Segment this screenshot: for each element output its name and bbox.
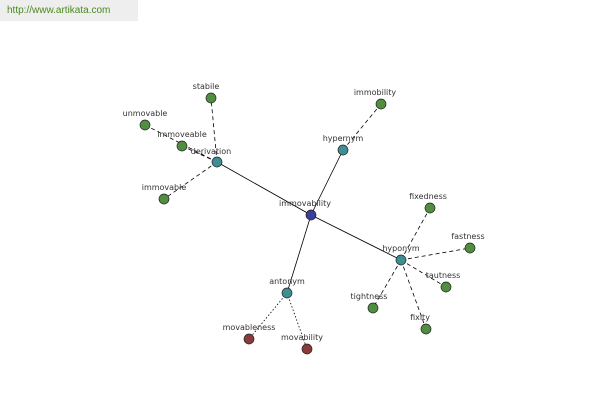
node-label-fastness: fastness [451, 232, 484, 241]
node-dot-immoveable[interactable] [176, 140, 188, 152]
node-label-fixity: fixity [410, 313, 430, 322]
edges-layer [144, 97, 471, 350]
nodes-layer: immovability derivation hypernym hyponym ant… [123, 82, 485, 355]
node-label-fixedness: fixedness [409, 192, 447, 201]
node-dot-movableness[interactable] [243, 333, 255, 345]
node-label-antonym: antonym [269, 277, 305, 286]
node-dot-antonym[interactable] [281, 287, 293, 299]
edge-derivation-immovable [163, 161, 218, 200]
node-label-hypernym: hypernym [323, 134, 364, 143]
node-label-stabile: stabile [193, 82, 220, 91]
node-movability[interactable]: movability [281, 333, 323, 355]
node-movableness[interactable]: movableness [223, 323, 276, 345]
node-immoveable[interactable]: immoveable [157, 130, 207, 152]
node-dot-fastness[interactable] [464, 242, 476, 254]
node-label-immovable: immovable [142, 183, 187, 192]
edge-antonym-movability [286, 292, 308, 350]
watermark-url: http://www.artikata.com [0, 0, 138, 21]
node-immovability[interactable]: immovability [279, 199, 331, 221]
node-tightness[interactable]: tightness [351, 292, 388, 314]
node-label-immovability: immovability [279, 199, 331, 208]
edge-hyponym-tightness [372, 259, 402, 309]
node-label-derivation: derivation [191, 147, 231, 156]
node-derivation[interactable]: derivation [191, 147, 231, 168]
node-immobility[interactable]: immobility [354, 88, 397, 110]
node-unmovable[interactable]: unmovable [123, 109, 168, 131]
node-dot-hyponym[interactable] [395, 254, 407, 266]
node-label-movableness: movableness [223, 323, 276, 332]
edge-derivation-stabile [210, 97, 218, 163]
node-dot-derivation[interactable] [211, 156, 223, 168]
node-dot-movability[interactable] [301, 343, 313, 355]
node-antonym[interactable]: antonym [269, 277, 305, 299]
node-label-hyponym: hyponym [382, 244, 420, 253]
edge-antonym-movableness [248, 292, 288, 340]
node-dot-tautness[interactable] [440, 281, 452, 293]
edge-hyponym-fastness [400, 247, 471, 261]
node-tautness[interactable]: tautness [426, 271, 461, 293]
node-dot-immovability[interactable] [305, 209, 317, 221]
node-hyponym[interactable]: hyponym [382, 244, 420, 266]
node-stabile[interactable]: stabile [193, 82, 220, 104]
node-fixity[interactable]: fixity [410, 313, 432, 335]
node-immovable[interactable]: immovable [142, 183, 187, 205]
node-hypernym[interactable]: hypernym [323, 134, 364, 156]
node-dot-unmovable[interactable] [139, 119, 151, 131]
node-dot-immovable[interactable] [158, 193, 170, 205]
edge-immovability-derivation [216, 161, 312, 216]
node-dot-immobility[interactable] [375, 98, 387, 110]
node-label-tightness: tightness [351, 292, 388, 301]
node-dot-fixedness[interactable] [424, 202, 436, 214]
node-label-tautness: tautness [426, 271, 461, 280]
node-fixedness[interactable]: fixedness [409, 192, 447, 214]
edge-immovability-antonym [286, 214, 312, 294]
edge-hyponym-fixedness [400, 207, 431, 261]
node-label-immoveable: immoveable [157, 130, 207, 139]
edge-hyponym-tautness [400, 259, 447, 288]
node-label-immobility: immobility [354, 88, 397, 97]
node-dot-tightness[interactable] [367, 302, 379, 314]
node-fastness[interactable]: fastness [451, 232, 485, 254]
node-dot-stabile[interactable] [205, 92, 217, 104]
node-dot-fixity[interactable] [420, 323, 432, 335]
node-label-movability: movability [281, 333, 323, 342]
edge-hypernym-immobility [342, 103, 382, 151]
node-label-unmovable: unmovable [123, 109, 168, 118]
edge-immovability-hypernym [310, 149, 344, 216]
edge-hyponym-fixity [400, 259, 427, 330]
edge-immovability-hyponym [310, 214, 402, 261]
node-dot-hypernym[interactable] [337, 144, 349, 156]
